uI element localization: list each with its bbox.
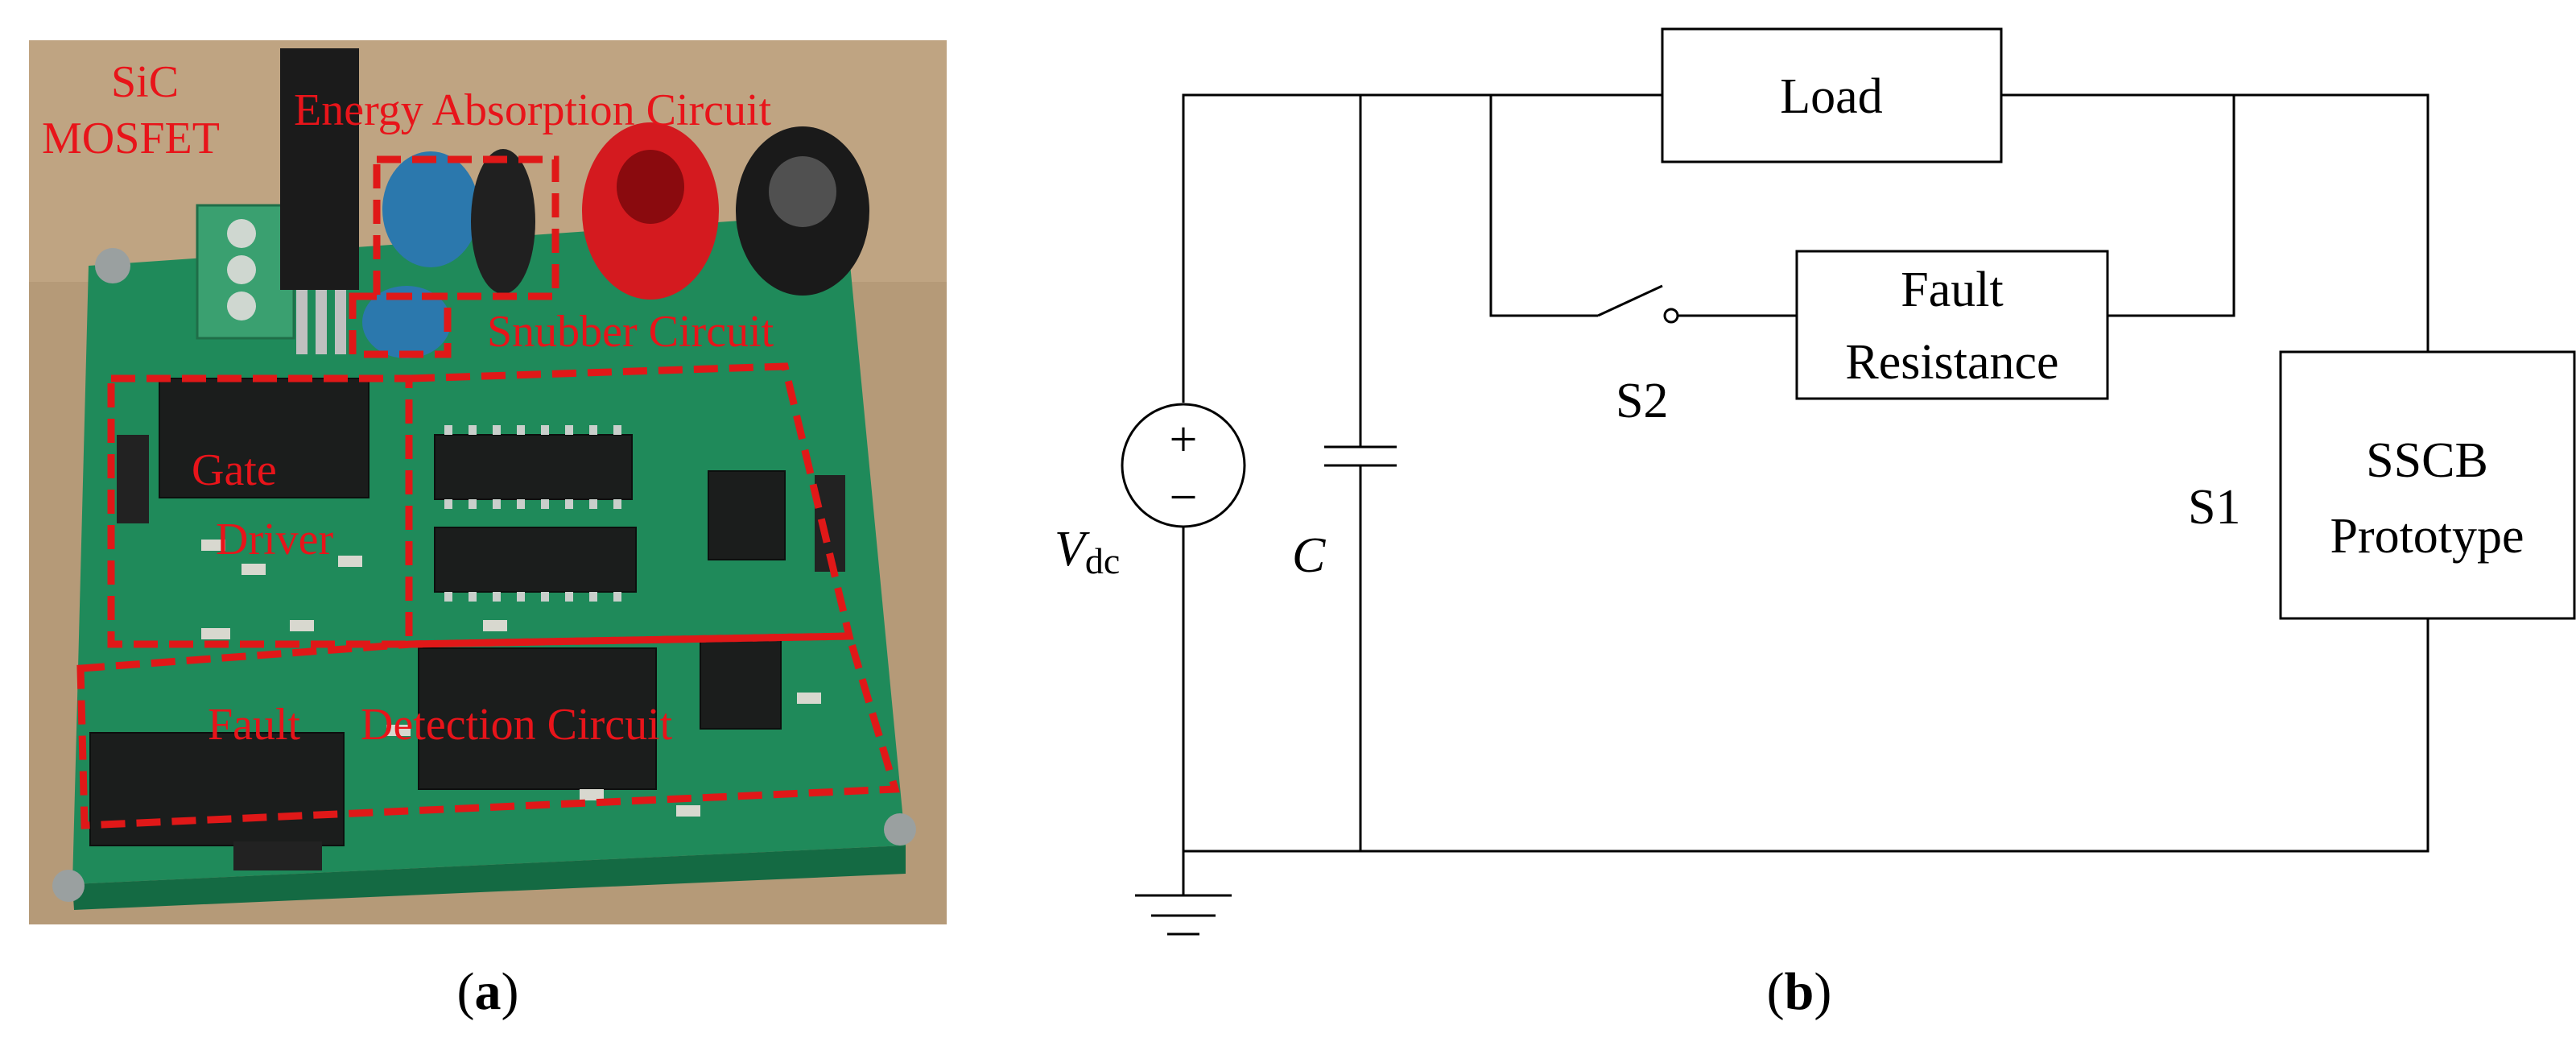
fault-resistance-line1: Fault bbox=[1901, 263, 2003, 317]
source-minus: − bbox=[1170, 470, 1198, 525]
gate-label-line1: Gate bbox=[192, 445, 277, 495]
energy-absorption-label: Energy Absorption Circuit bbox=[294, 85, 772, 135]
switch-s2-blade bbox=[1597, 284, 1663, 317]
fault-detection-label-2: Detection Circuit bbox=[361, 700, 673, 750]
wire-bottom bbox=[1182, 527, 2429, 853]
relay-module bbox=[418, 647, 657, 790]
sic-mosfet bbox=[280, 48, 359, 290]
screw-icon bbox=[884, 813, 916, 846]
jack-hole bbox=[617, 150, 684, 224]
sic-label-line2: MOSFET bbox=[42, 114, 220, 163]
terminal-screw-icon bbox=[227, 292, 256, 320]
panel-b-schematic: + − Load Fault Resistance SSCB Prototype… bbox=[1055, 27, 2576, 936]
mosfet-leg bbox=[296, 290, 308, 354]
soic-ic bbox=[700, 635, 782, 730]
switch-s2-label: S2 bbox=[1616, 374, 1668, 428]
smd-components bbox=[201, 540, 821, 817]
relay-module bbox=[89, 732, 345, 846]
caption-b: (b) bbox=[1767, 962, 1832, 1021]
jack-hole bbox=[769, 156, 836, 227]
sscb-line2: Prototype bbox=[2330, 509, 2524, 564]
fault-resistance-box bbox=[1795, 250, 2109, 400]
gate-label-line2: Driver bbox=[216, 515, 334, 564]
capacitor bbox=[471, 149, 535, 294]
dip-ic bbox=[434, 527, 637, 593]
load-box bbox=[1661, 27, 2003, 163]
sic-label-line1: SiC bbox=[111, 57, 179, 107]
pin-header bbox=[117, 435, 149, 523]
ic-pins bbox=[444, 425, 621, 602]
switch-s2-contact bbox=[1663, 308, 1679, 324]
bottom-header bbox=[233, 841, 322, 870]
panel-a-photo: SiC MOSFET Energy Absorption Circuit Snu… bbox=[29, 40, 947, 924]
varistor bbox=[382, 151, 479, 267]
wire-fault-right bbox=[2107, 95, 2235, 317]
switch-s1-label: S1 bbox=[2188, 480, 2240, 535]
fault-resistance-line2: Resistance bbox=[1845, 335, 2058, 390]
screw-icon bbox=[52, 870, 85, 902]
sscb-line1: SSCB bbox=[2366, 433, 2488, 488]
varistor bbox=[362, 286, 451, 358]
source-label: Vdc bbox=[1055, 522, 1120, 581]
capacitor-label: C bbox=[1292, 528, 1326, 583]
soic-ic bbox=[708, 470, 786, 560]
sscb-prototype-box bbox=[2279, 350, 2576, 620]
screw-icon bbox=[95, 248, 130, 283]
wire-fault-left bbox=[1489, 95, 1598, 317]
dc-source-icon bbox=[1121, 403, 1246, 528]
terminal-screw-icon bbox=[227, 255, 256, 284]
mosfet-leg bbox=[335, 290, 346, 354]
source-plus: + bbox=[1170, 412, 1198, 467]
gate-driver-box bbox=[107, 374, 413, 648]
wire-top-right bbox=[2001, 93, 2429, 352]
mosfet-leg bbox=[316, 290, 327, 354]
pcb-edge bbox=[72, 846, 906, 910]
terminal-screw-icon bbox=[227, 219, 256, 248]
load-label: Load bbox=[1780, 69, 1882, 124]
snubber-box bbox=[349, 292, 452, 358]
energy-absorption-box bbox=[373, 155, 559, 300]
dip-ic bbox=[434, 434, 633, 500]
fault-detection-label-1: Fault bbox=[208, 700, 301, 750]
wire-top-left bbox=[1182, 93, 1662, 403]
caption-a: (a) bbox=[457, 962, 519, 1021]
snubber-label: Snubber Circuit bbox=[487, 307, 774, 357]
